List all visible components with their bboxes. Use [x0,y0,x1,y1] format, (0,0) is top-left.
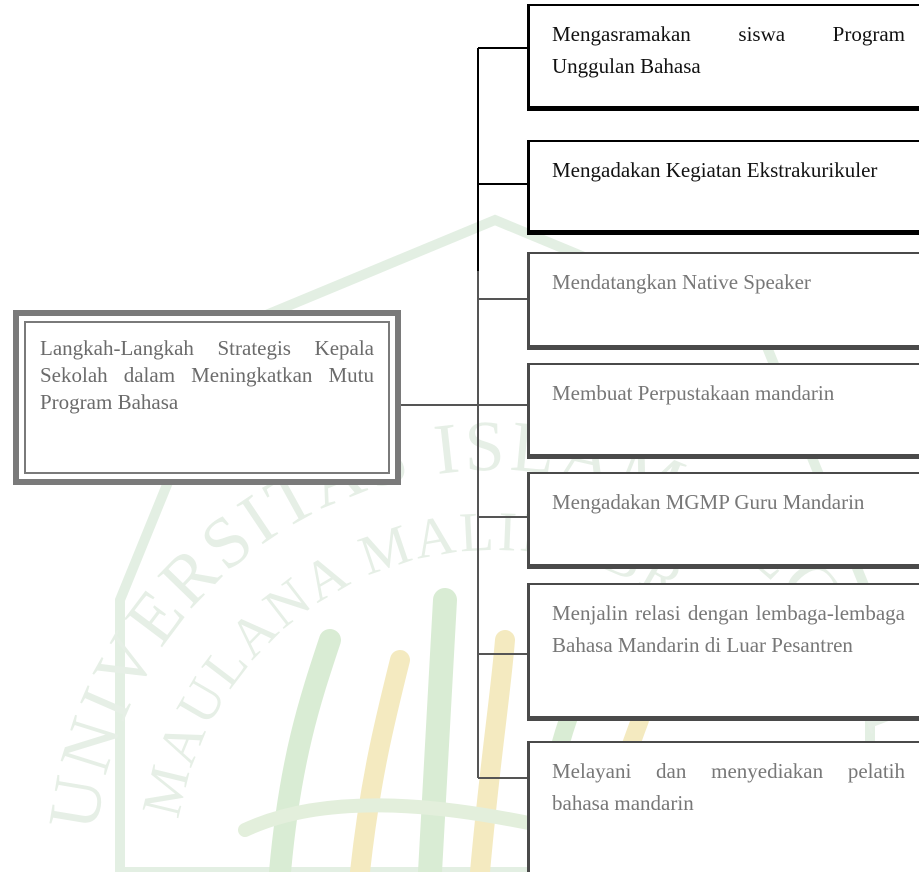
child-node-7-text: Melayani dan menyediakan pelatih bahasa … [552,759,905,815]
child-node-1: Mengasramakan siswa Program Unggulan Bah… [527,4,919,111]
root-node-text: Langkah-Langkah Strategis Kepala Sekolah… [40,336,374,414]
child-node-7: Melayani dan menyediakan pelatih bahasa … [527,741,919,872]
branch-connectors [401,47,527,779]
child-node-4-text: Membuat Perpustakaan mandarin [552,381,835,405]
child-node-6: Menjalin relasi dengan lembaga-lembaga B… [527,583,919,721]
child-node-6-text: Menjalin relasi dengan lembaga-lembaga B… [552,601,905,657]
child-node-5: Mengadakan MGMP Guru Mandarin [527,472,919,569]
child-node-1-text: Mengasramakan siswa Program Unggulan Bah… [552,22,905,78]
root-node-inner: Langkah-Langkah Strategis Kepala Sekolah… [24,321,390,474]
child-node-5-text: Mengadakan MGMP Guru Mandarin [552,490,865,514]
child-node-3-text: Mendatangkan Native Speaker [552,270,811,294]
child-node-4: Membuat Perpustakaan mandarin [527,363,919,459]
child-node-2-text: Mengadakan Kegiatan Ekstrakurikuler [552,158,878,182]
child-node-3: Mendatangkan Native Speaker [527,252,919,350]
child-node-2: Mengadakan Kegiatan Ekstrakurikuler [527,140,919,235]
root-node: Langkah-Langkah Strategis Kepala Sekolah… [13,310,401,485]
